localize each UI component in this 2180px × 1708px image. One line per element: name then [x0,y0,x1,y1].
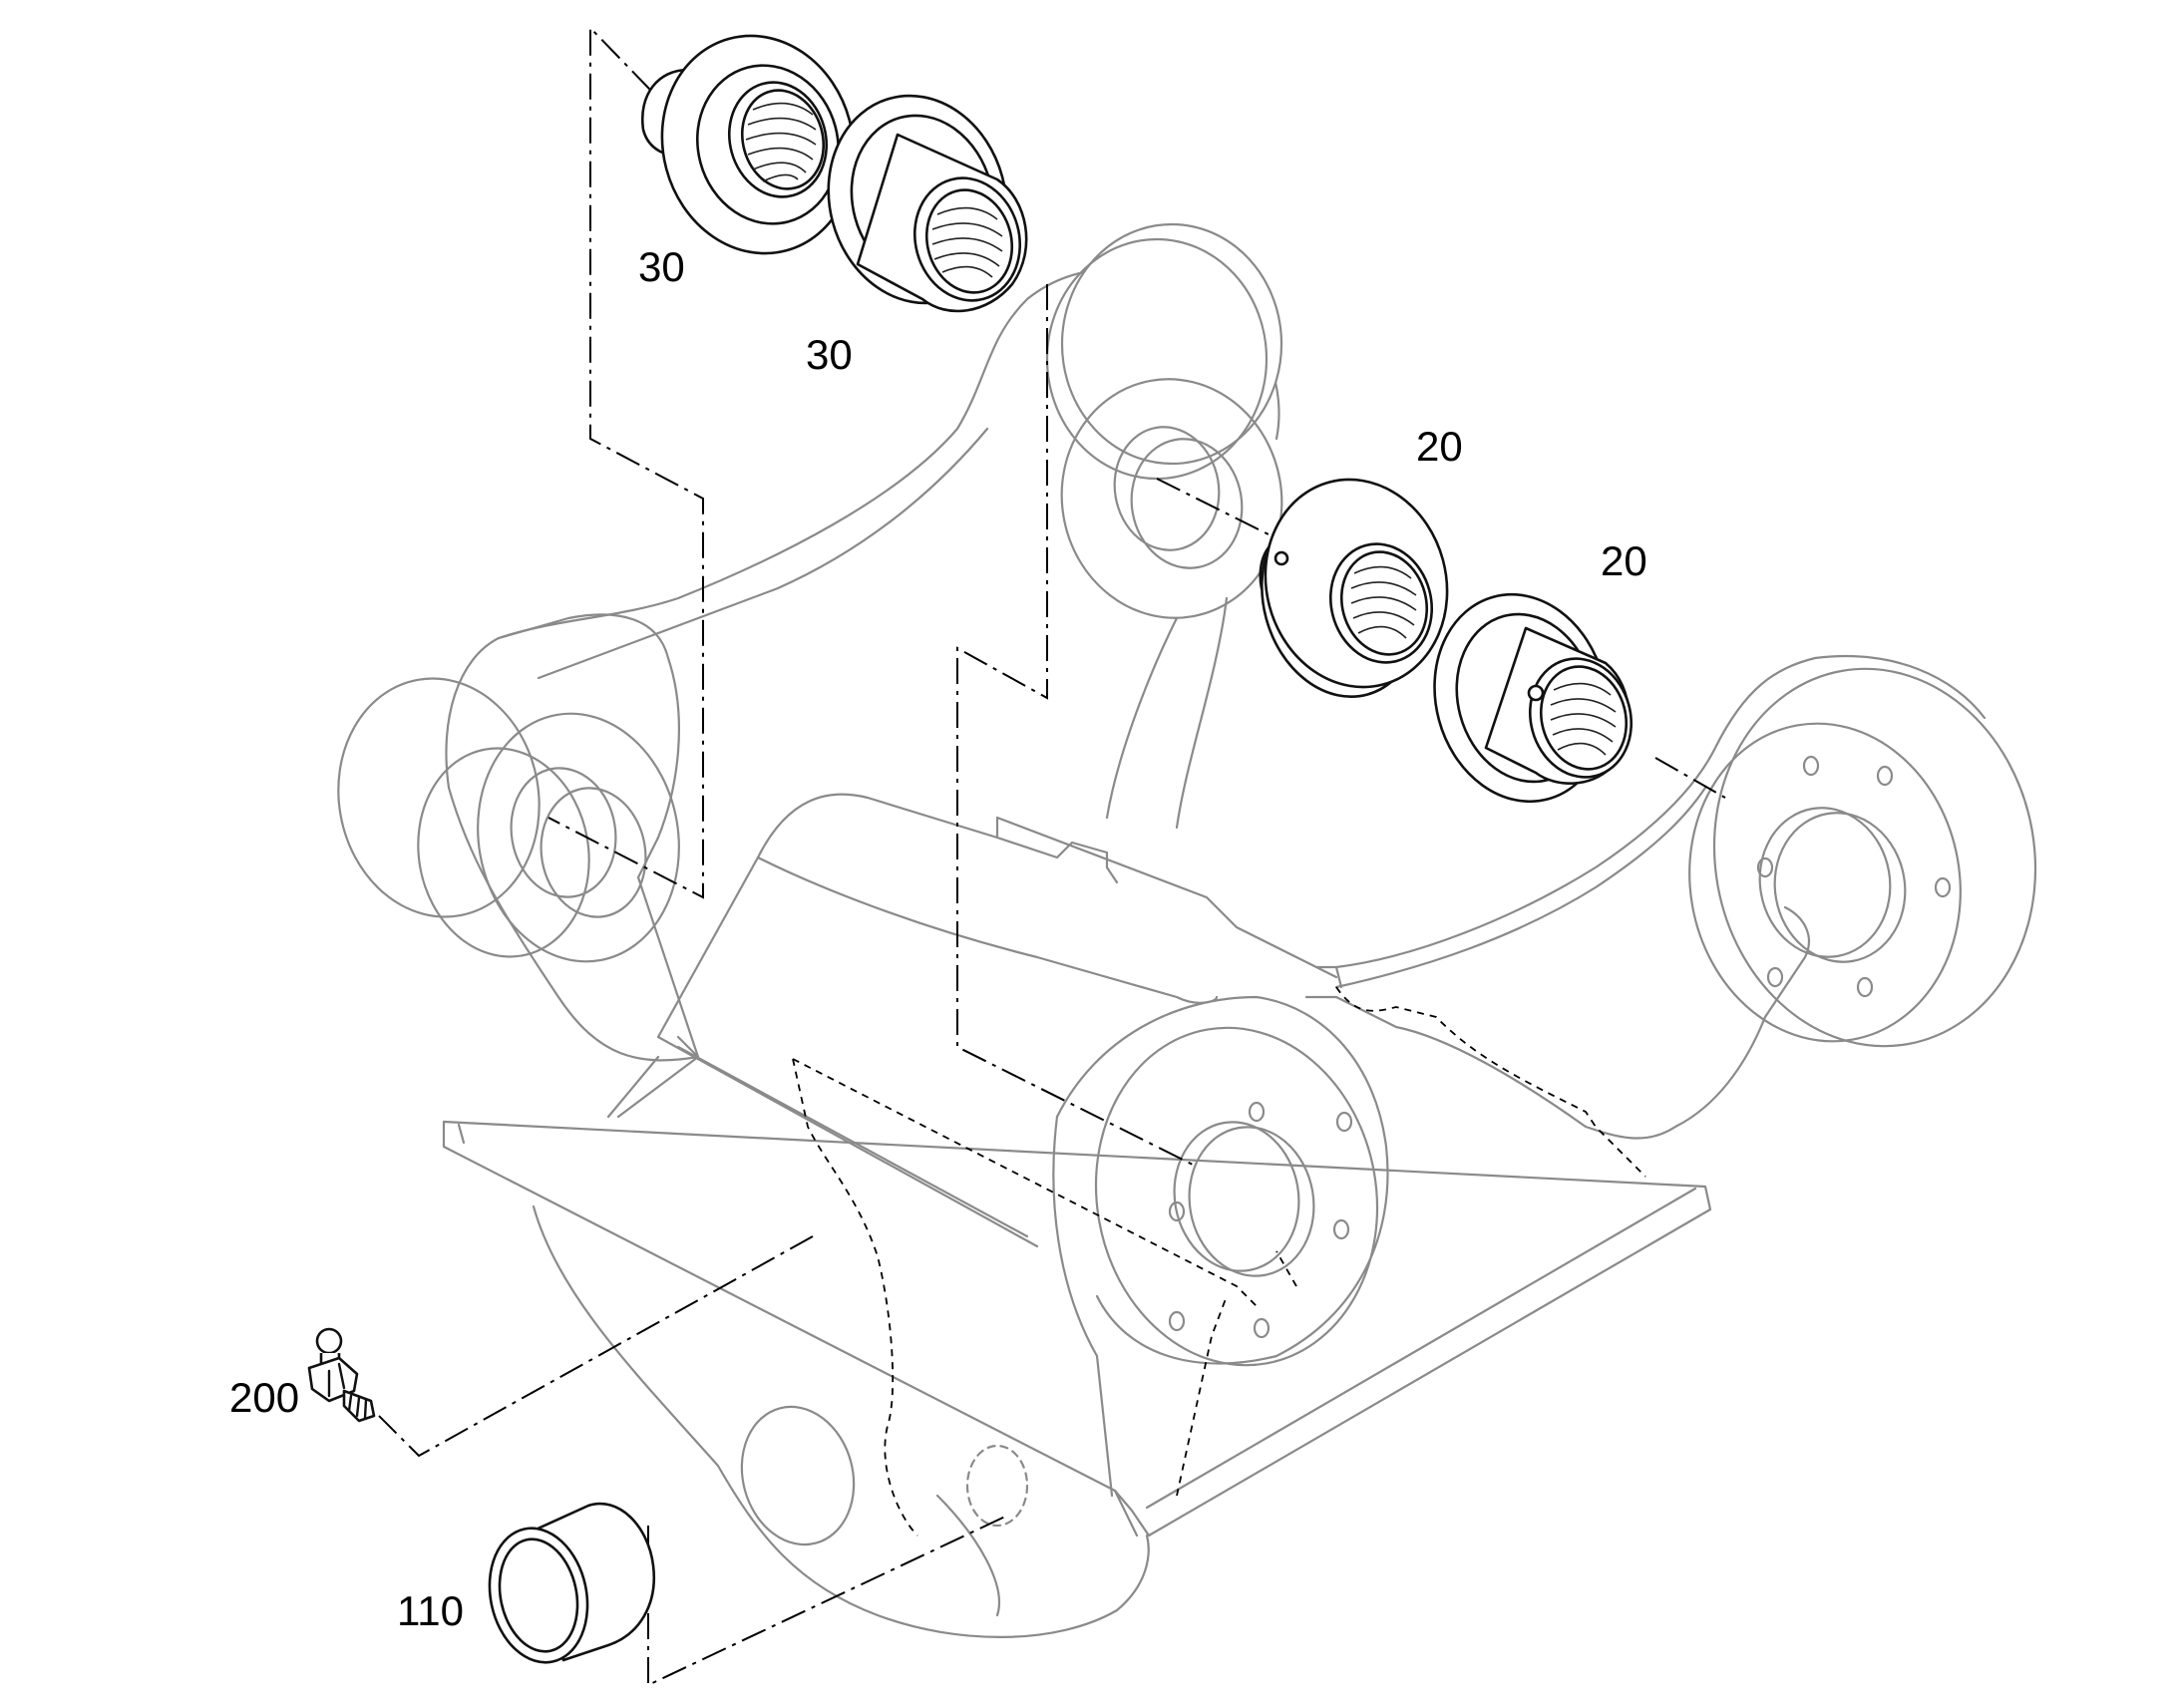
grease-nipple-200[interactable] [307,1327,376,1423]
right-flange-bolt-holes [1756,755,1952,998]
bushing-20-second[interactable] [1412,575,1644,822]
callout-20-first: 20 [1416,423,1463,470]
hidden-lines [792,986,1646,1537]
callout-110: 110 [397,1587,464,1634]
center-flange-bolt-holes [1168,1101,1353,1339]
callout-20-second: 20 [1601,537,1647,584]
callout-30-upper: 30 [638,243,685,290]
callout-200: 200 [229,1374,299,1421]
bushing-20-first[interactable] [1241,459,1470,714]
callout-30-lower: 30 [806,331,853,378]
bracket-housing [337,222,2037,1638]
bushing-30-lower[interactable] [806,76,1033,323]
sleeve-110[interactable] [478,1502,656,1671]
bushing-30-upper[interactable] [638,14,878,275]
